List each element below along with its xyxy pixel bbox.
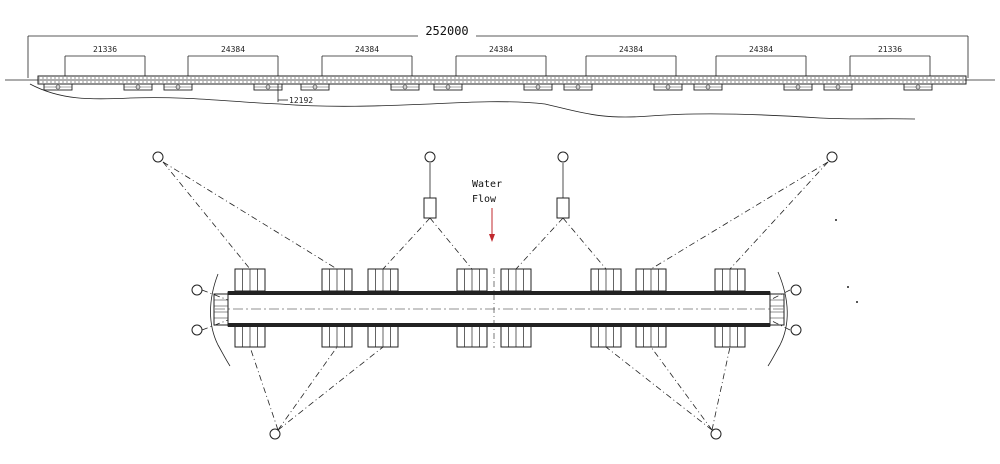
elevation-pontoon (563, 83, 593, 91)
bridge-deck (5, 75, 995, 85)
water-flow-label-line1: Water (472, 179, 502, 190)
mooring-line (605, 346, 713, 431)
pontoon (456, 324, 488, 348)
pontoon (321, 324, 353, 348)
span-dimensions: 21336 24384 24384 24384 24384 24384 21336 (64, 45, 931, 76)
pontoon (500, 268, 532, 292)
span-length-label: 24384 (749, 45, 773, 54)
pontoon (590, 324, 622, 348)
plan-pontoons (234, 268, 746, 348)
mooring-lines (162, 161, 829, 431)
span-length-label: 24384 (619, 45, 643, 54)
mooring-line (515, 217, 564, 270)
pontoon (635, 268, 667, 292)
span-length-label: 24384 (221, 45, 245, 54)
pontoon (456, 268, 488, 292)
pontoon (590, 268, 622, 292)
elevation-pontoon (693, 83, 723, 91)
span-dimension: 24384 (321, 45, 413, 76)
span-length-label: 21336 (93, 45, 117, 54)
elevation-pontoon (523, 83, 553, 91)
pontoon (635, 324, 667, 348)
mooring-line (162, 161, 251, 270)
anchor-icon (790, 324, 802, 336)
riverbed-profile (29, 83, 916, 120)
plan-view: Water Flow (152, 151, 858, 440)
span-dimension: 24384 (715, 45, 807, 76)
mooring-line (277, 346, 384, 431)
water-flow-label-line2: Flow (472, 194, 497, 205)
anchor-icon (710, 428, 722, 440)
elevation-pontoon (123, 83, 153, 91)
pontoon (234, 324, 266, 348)
mooring-line (201, 289, 229, 301)
anchor-icon (191, 324, 203, 336)
mooring-line (382, 217, 431, 270)
anchor-icon (269, 428, 281, 440)
pontoon (714, 268, 746, 292)
elevation-pontoon (43, 83, 73, 91)
mooring-line (277, 346, 338, 431)
span-dimension: 24384 (585, 45, 677, 76)
abutment-right (767, 271, 788, 367)
pontoon (367, 268, 399, 292)
elevation-pontoon (253, 83, 283, 91)
span-dimension: 21336 (64, 45, 146, 76)
anchor-icon (790, 284, 802, 296)
pontoon (321, 268, 353, 292)
pontoon (367, 324, 399, 348)
abutment-left (210, 273, 231, 367)
span-dimension: 24384 (455, 45, 547, 76)
spacing-label: 12192 (289, 96, 313, 105)
elevation-pontoon (903, 83, 933, 91)
pontoon (714, 324, 746, 348)
elevation-pontoon (300, 83, 330, 91)
elevation-pontoon (823, 83, 853, 91)
anchor-icon (152, 151, 164, 163)
anchor-icon (191, 284, 203, 296)
span-length-label: 21336 (878, 45, 902, 54)
mooring-line (711, 346, 731, 431)
elevation-pontoon (783, 83, 813, 91)
elevation-pontoons (43, 83, 933, 91)
overall-dimension (27, 35, 969, 78)
overall-length-label: 252000 (425, 24, 468, 38)
mooring-line (769, 289, 791, 301)
mooring-line (729, 161, 829, 270)
anchor-icon (557, 151, 569, 163)
mooring-line (650, 346, 713, 431)
water-flow-arrow (489, 208, 495, 242)
anchor-icon (826, 151, 838, 163)
plan-deck (215, 268, 783, 348)
elevation-pontoon (433, 83, 463, 91)
pontoon (234, 268, 266, 292)
spacing-dimension (277, 84, 288, 102)
mooring-line (769, 319, 791, 331)
anchor-icon (424, 151, 436, 163)
span-dimension: 21336 (849, 45, 931, 76)
mooring-line (249, 346, 279, 431)
elevation-pontoon (653, 83, 683, 91)
anchor-block-left (423, 197, 437, 219)
mooring-line (650, 161, 829, 270)
elevation-pontoon (163, 83, 193, 91)
span-length-label: 24384 (355, 45, 379, 54)
elevation-pontoon (390, 83, 420, 91)
mooring-line (562, 217, 607, 270)
mooring-line (429, 217, 473, 270)
span-length-label: 24384 (489, 45, 513, 54)
mooring-line (162, 161, 338, 270)
anchor-block-right (556, 197, 570, 219)
span-dimension: 24384 (187, 45, 279, 76)
anchors (152, 151, 838, 440)
pontoon (500, 324, 532, 348)
